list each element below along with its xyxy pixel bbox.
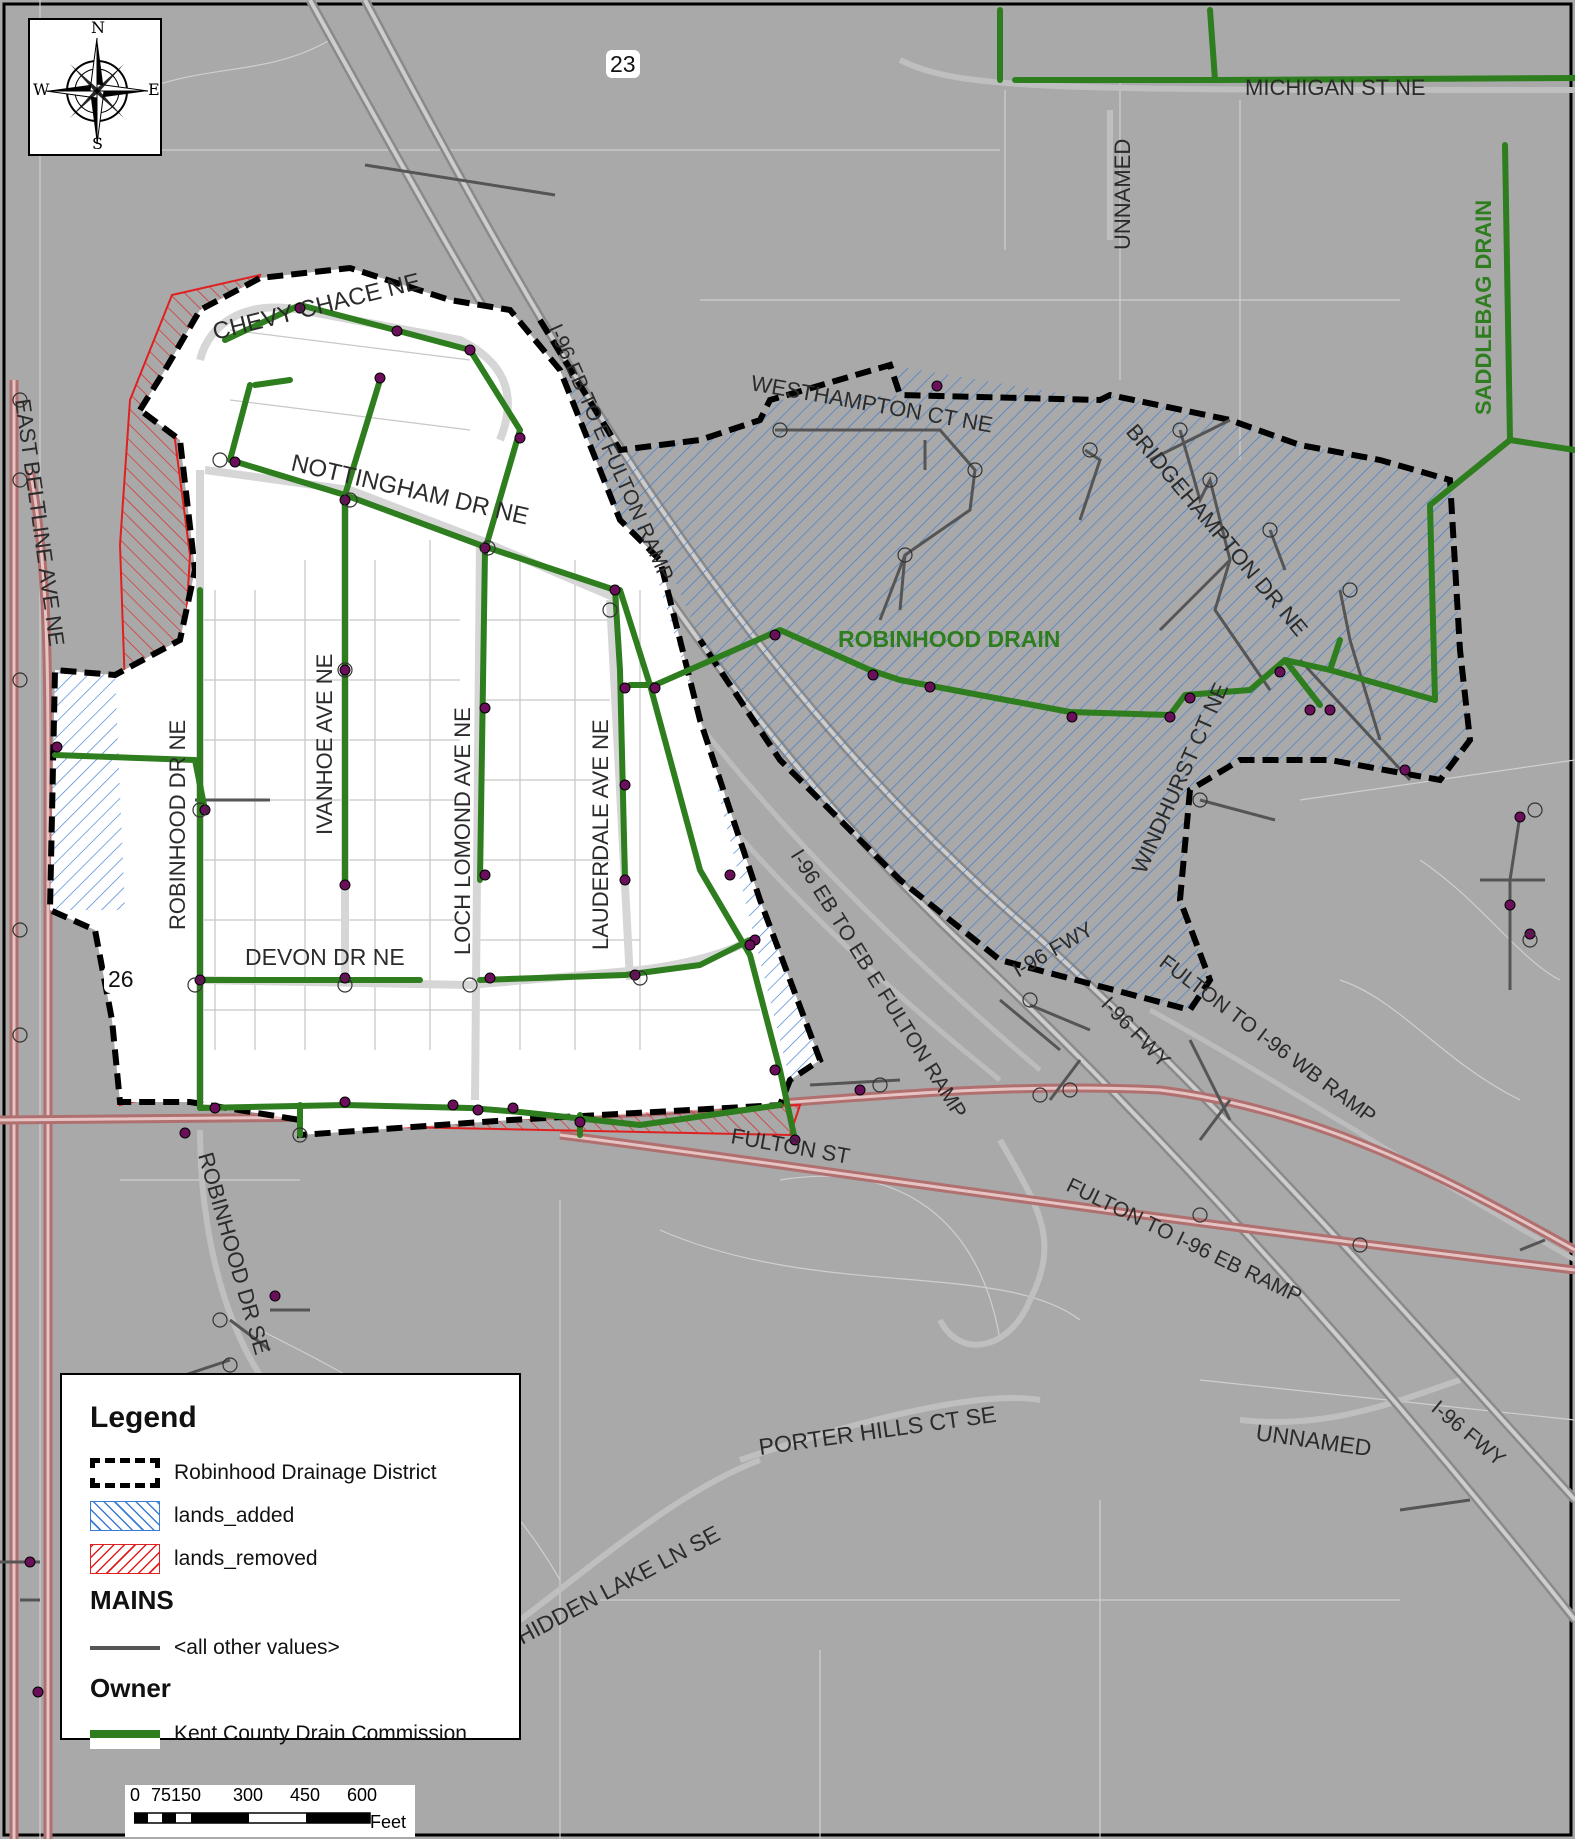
compass-w: W [33, 80, 50, 99]
scale-unit: Feet [370, 1812, 407, 1832]
drain-structures [24, 302, 1536, 1698]
legend-title: Legend [90, 1401, 197, 1434]
legend-item-district: Robinhood Drainage District [90, 1457, 437, 1489]
legend-label-mains: <all other values> [174, 1636, 340, 1659]
compass-s: S [92, 134, 103, 153]
road-label-robinhood-ne: ROBINHOOD DR NE [165, 720, 190, 930]
scale-tick-0: 0 [130, 1785, 141, 1805]
scale-tick-450: 450 [290, 1785, 321, 1805]
road-label-lauderdale: LAUDERDALE AVE NE [588, 719, 613, 950]
road-label-unnamed-north: UNNAMED [1110, 139, 1135, 250]
scale-bar-graphic [134, 1812, 371, 1824]
road-label-loch-lomond: LOCH LOMOND AVE NE [450, 707, 475, 955]
manhole-markers [12, 392, 1543, 1373]
legend-item-owner: Kent County Drain Commission [90, 1718, 467, 1750]
scale-tick-150: 150 [171, 1785, 202, 1805]
scale-tick-75: 75 [151, 1785, 172, 1805]
legend-label-lands-added: lands_added [174, 1504, 295, 1527]
east-beltline-highway [9, 380, 53, 1839]
dashed-boundary-icon [90, 1458, 160, 1488]
compass-n: N [91, 18, 105, 37]
scale-bar: 0 75 150 300 450 600 Feet [125, 1785, 415, 1837]
green-line-icon [90, 1719, 160, 1749]
drain-label-saddlebag: SADDLEBAG DRAIN [1471, 200, 1496, 415]
legend-owner-heading: Owner [90, 1673, 171, 1703]
route-badge-26: 26 [104, 965, 138, 993]
north-arrow: N S W E [28, 18, 162, 156]
legend: Legend Robinhood Drainage District lands… [60, 1373, 521, 1749]
compass-e: E [148, 80, 160, 99]
legend-mains-heading: MAINS [90, 1585, 174, 1615]
gray-line-icon [90, 1633, 160, 1663]
compass-rose-icon [45, 37, 149, 145]
road-label-devon: DEVON DR NE [245, 944, 405, 970]
subdivision-lot-lines [200, 329, 760, 1050]
legend-label-district: Robinhood Drainage District [174, 1461, 437, 1484]
road-label-ivanhoe: IVANHOE AVE NE [312, 654, 337, 835]
red-hatch-icon [90, 1544, 160, 1574]
drain-label-robinhood: ROBINHOOD DRAIN [838, 626, 1060, 652]
legend-label-owner: Kent County Drain Commission [174, 1722, 467, 1745]
legend-item-lands-removed: lands_removed [90, 1543, 318, 1575]
blue-hatch-icon [90, 1501, 160, 1531]
mains-lines [0, 163, 1546, 1602]
legend-item-mains: <all other values> [90, 1632, 340, 1664]
road-label-michigan-st: MICHIGAN ST NE [1245, 75, 1426, 100]
scale-tick-300: 300 [233, 1785, 264, 1805]
legend-label-lands-removed: lands_removed [174, 1547, 318, 1570]
route-badge-23: 23 [606, 50, 640, 78]
legend-item-lands-added: lands_added [90, 1500, 294, 1532]
scale-tick-600: 600 [347, 1785, 378, 1805]
